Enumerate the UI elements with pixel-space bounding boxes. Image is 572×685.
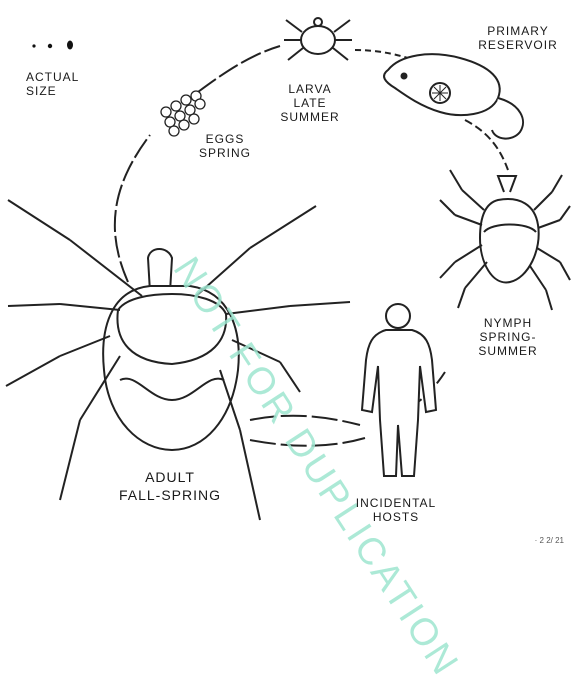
larva-tick-illustration xyxy=(284,18,352,60)
actual-size-ticks xyxy=(32,41,73,50)
arrow-to-hosts-2 xyxy=(250,438,365,446)
arrow-adult-to-eggs xyxy=(115,135,150,282)
eggs-cluster-illustration xyxy=(161,91,205,136)
human-host-illustration xyxy=(362,304,436,476)
mouse-reservoir-illustration xyxy=(384,54,523,138)
figure-credit: · 2 2/ 21 xyxy=(535,536,564,545)
arrow-eggs-to-larva xyxy=(198,46,280,92)
arrow-to-hosts-1 xyxy=(250,416,360,425)
nymph-tick-illustration xyxy=(440,170,570,310)
